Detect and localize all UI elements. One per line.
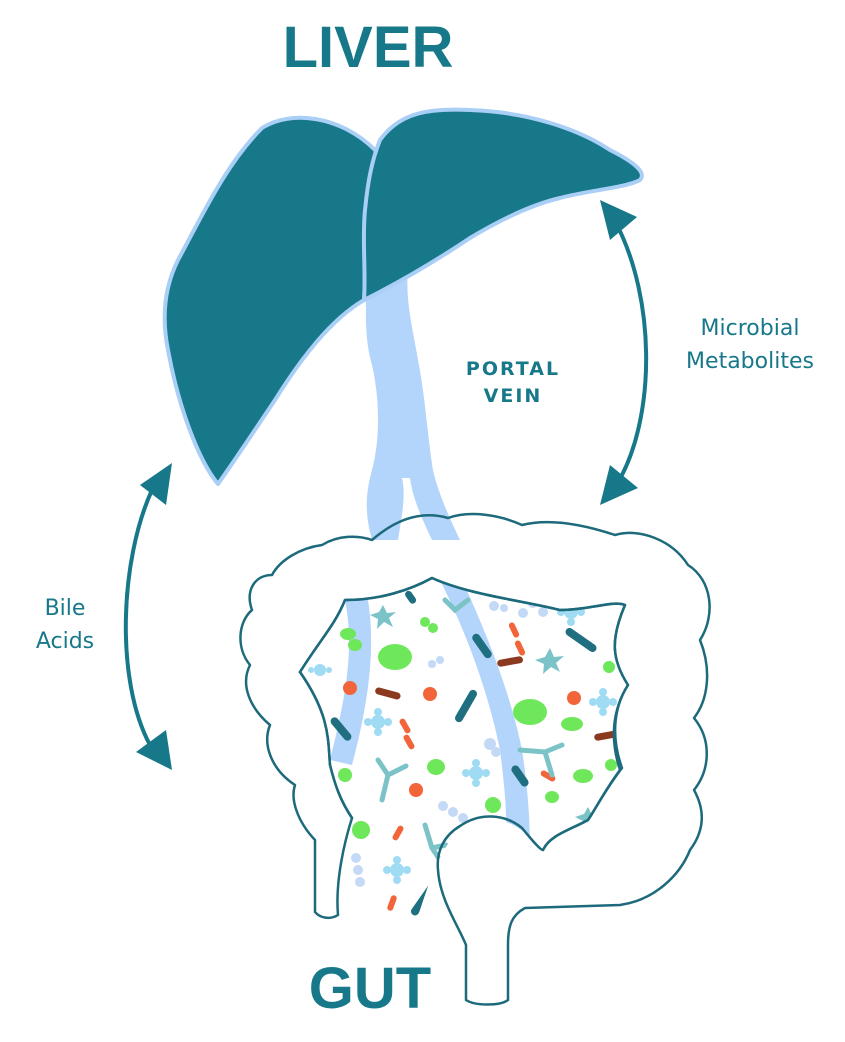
microbial-metabolites-label: Microbial Metabolites <box>660 312 840 378</box>
green-microbes <box>338 617 617 839</box>
bile-acids-label: Bile Acids <box>20 592 110 658</box>
liver-title: LIVER <box>282 15 454 80</box>
gut-title: GUT <box>308 956 432 1021</box>
arrow-head-down-right <box>600 465 638 505</box>
bile-label-line2: Acids <box>35 629 95 654</box>
gut <box>239 512 711 1006</box>
arrow-head-up-right <box>600 200 637 240</box>
pale-blue-dots <box>351 598 548 887</box>
arrow-right-double-headed <box>600 200 649 505</box>
portal-vein-label: PORTAL VEIN <box>440 356 586 410</box>
arrow-head-down-left <box>136 730 172 770</box>
microbial-label-line2: Metabolites <box>686 349 814 374</box>
portal-vein-label-line1: PORTAL <box>465 358 561 380</box>
portal-vein-label-line2: VEIN <box>483 385 543 407</box>
bile-label-line1: Bile <box>44 596 86 621</box>
portal-vein <box>365 270 460 540</box>
vein-branch-right <box>440 580 530 850</box>
microbial-label-line1: Microbial <box>700 316 800 341</box>
liver <box>162 107 644 486</box>
arrow-left-double-headed <box>123 463 172 770</box>
orange-microbes <box>343 622 581 911</box>
gut-microbiome <box>308 580 620 916</box>
arrow-head-up-left <box>140 463 172 505</box>
